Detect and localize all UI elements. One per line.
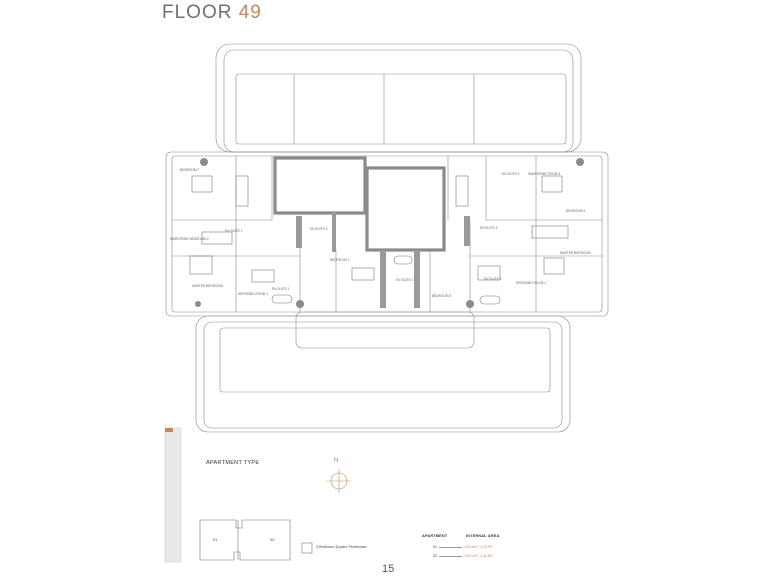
room-label: WARDROBE BEDROOM 2 xyxy=(170,237,209,241)
floor-word: FLOOR xyxy=(162,2,233,23)
room-label: EN SUITE 2 xyxy=(225,229,243,233)
area-value: 132.1m² / 1,421ft² xyxy=(464,554,493,558)
core-right xyxy=(365,166,446,252)
room-label: EN SUITE 3 xyxy=(310,227,328,231)
room-label: EN SUITE 3 xyxy=(480,226,498,230)
room-label: MASTER BEDROOM xyxy=(560,251,591,255)
area-head-internal: INTERNAL AREA xyxy=(466,534,500,538)
bed-left-mid xyxy=(189,255,213,275)
room-label: BEDROOM 1 xyxy=(330,258,350,262)
apartment-type-heading: APARTMENT TYPE xyxy=(206,460,260,466)
room-label: DRESSING ROOM 1 xyxy=(516,281,547,285)
room-label: EN SUITE 1 xyxy=(272,287,290,291)
apartment-key xyxy=(199,519,313,561)
bottom-terrace-outer xyxy=(195,315,571,433)
north-label: N xyxy=(334,458,339,464)
unit-02-label: 02 xyxy=(270,537,275,542)
page-title: FLOOR 49 xyxy=(162,2,262,24)
page-number: 15 xyxy=(382,563,395,575)
room-label: WARDROBE ROOM 3 xyxy=(528,172,561,176)
area-row: 01 120.5m² / 1,297ft² xyxy=(433,545,492,549)
bottom-terrace-pool xyxy=(219,327,551,393)
floor-number: 49 xyxy=(238,2,262,23)
room-label: BEDROOM 3 xyxy=(432,294,452,298)
area-head-apartment: APARTMENT xyxy=(422,534,448,538)
room-label: EN SUITE 3 xyxy=(502,172,520,176)
room-label: DRESSING ROOM 1 xyxy=(238,292,269,296)
area-unit: 01 xyxy=(433,545,437,549)
core-left xyxy=(273,156,367,215)
bed-right-mid xyxy=(543,257,565,275)
area-unit: 02 xyxy=(433,554,437,558)
top-terrace-inner xyxy=(223,49,574,153)
area-value: 120.5m² / 1,297ft² xyxy=(464,545,493,549)
room-label: EN SUITE 1 xyxy=(484,277,502,281)
bed-right-top xyxy=(541,175,563,193)
area-row: 02 132.1m² / 1,421ft² xyxy=(433,554,492,558)
room-label: BEDROOM 2 xyxy=(180,168,200,172)
top-terrace-outer xyxy=(215,43,582,153)
bed-left-top xyxy=(191,175,213,193)
north-arrow xyxy=(327,469,351,493)
unit-01-label: 01 xyxy=(213,537,218,542)
legend-text: 3 Bedroom Duplex Penthouse xyxy=(316,545,367,549)
room-label: EN SUITE 1 xyxy=(396,278,414,282)
room-label: MASTER BEDROOM xyxy=(192,284,223,288)
room-label: BEDROOM 3 xyxy=(566,209,586,213)
tower-elevation xyxy=(164,427,182,563)
top-terrace-pool xyxy=(235,73,567,145)
